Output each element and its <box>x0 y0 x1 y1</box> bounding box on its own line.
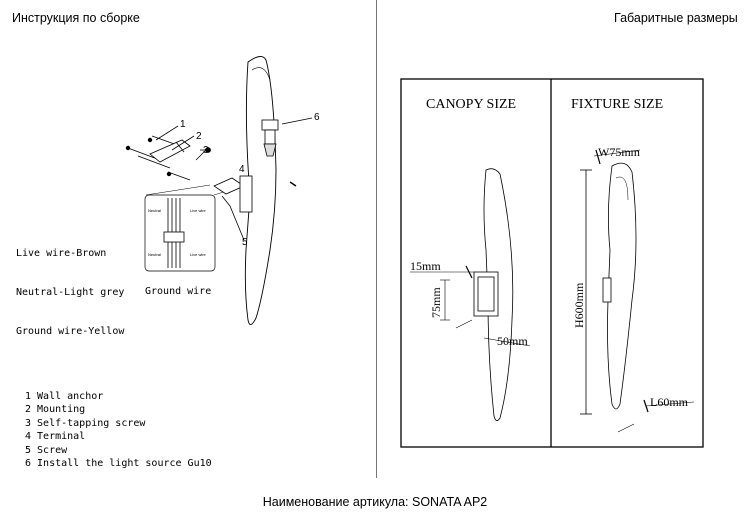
terminal-bracket <box>213 177 245 195</box>
canopy-depth-label: 15mm <box>410 259 441 273</box>
part-item: 2 Mounting <box>25 404 86 416</box>
wire-legend-live: Live wire-Brown <box>16 248 107 259</box>
part-item: 4 Terminal <box>25 431 86 443</box>
panel-divider <box>376 0 377 478</box>
parts-list: 1 Wall anchor 2 Mounting 3 Self-tapping … <box>25 390 212 470</box>
part-item: 6 Install the light source Gu10 <box>25 458 212 470</box>
canopy-dimension-labels: 15mm 75mm 50mm <box>410 259 528 348</box>
canopy-drawing <box>410 168 531 421</box>
light-source-gu10 <box>261 119 279 131</box>
callout-5: 5 <box>242 237 248 248</box>
wire-color-legend: Live wire-Brown Neutral-Light grey Groun… <box>16 221 124 351</box>
self-tapping-screw <box>195 149 207 161</box>
svg-text:Neutral: Neutral <box>148 208 161 213</box>
lamp-canopy <box>239 175 253 213</box>
svg-text:Neutral: Neutral <box>148 252 161 257</box>
terminal-block <box>163 231 185 243</box>
callout-6: 6 <box>314 112 320 123</box>
part-item: 3 Self-tapping screw <box>25 417 146 429</box>
svg-text:Live wire: Live wire <box>190 252 207 257</box>
light-source-callout-line <box>281 117 313 125</box>
dimensions-border <box>400 78 704 448</box>
fixture-dimension-labels: W75mm H600mm L60mm <box>572 145 689 409</box>
fixture-length-label: H600mm <box>572 282 586 328</box>
wire-legend-ground: Ground wire-Yellow <box>16 326 125 337</box>
fixture-diameter-label: W75mm <box>598 145 641 159</box>
terminal-detail-box <box>144 194 216 272</box>
svg-text:Live wire: Live wire <box>190 208 207 213</box>
mounting-plate <box>149 139 191 163</box>
assembly-instructions-title: Инструкция по сборке <box>12 11 140 25</box>
dimensions-title: Габаритные размеры <box>614 11 738 25</box>
part-item: 1 Wall anchor <box>25 391 104 402</box>
callout-1: 1 <box>180 119 186 130</box>
screw-callout-line <box>229 205 245 241</box>
callout-4: 4 <box>239 164 245 175</box>
part-item: 5 Screw <box>25 444 68 456</box>
assembly-callout-labels: 1 2 3 4 5 6 <box>180 112 320 248</box>
wall-mount-exploded-view <box>125 56 313 325</box>
ground-wire-label: Ground wire <box>145 286 212 297</box>
callout-3: 3 <box>203 145 209 156</box>
dimensions-frame <box>400 78 704 448</box>
callout-2: 2 <box>196 131 202 142</box>
fixture-drawing <box>580 149 695 433</box>
anchor-bottom <box>167 171 191 181</box>
article-name-footer: Наименование артикула: SONATA AP2 <box>262 495 488 509</box>
fixture-projection-label: L60mm <box>650 395 689 409</box>
fixture-size-heading: FIXTURE SIZE <box>571 97 663 112</box>
wire-legend-neutral: Neutral-Light grey <box>16 287 125 298</box>
terminal-wire-labels: Neutral Live wire Neutral Live wire <box>148 208 207 257</box>
canopy-height-label: 75mm <box>429 287 443 318</box>
canopy-size-heading: CANOPY SIZE <box>426 97 516 112</box>
canopy-width-label: 50mm <box>497 334 528 348</box>
